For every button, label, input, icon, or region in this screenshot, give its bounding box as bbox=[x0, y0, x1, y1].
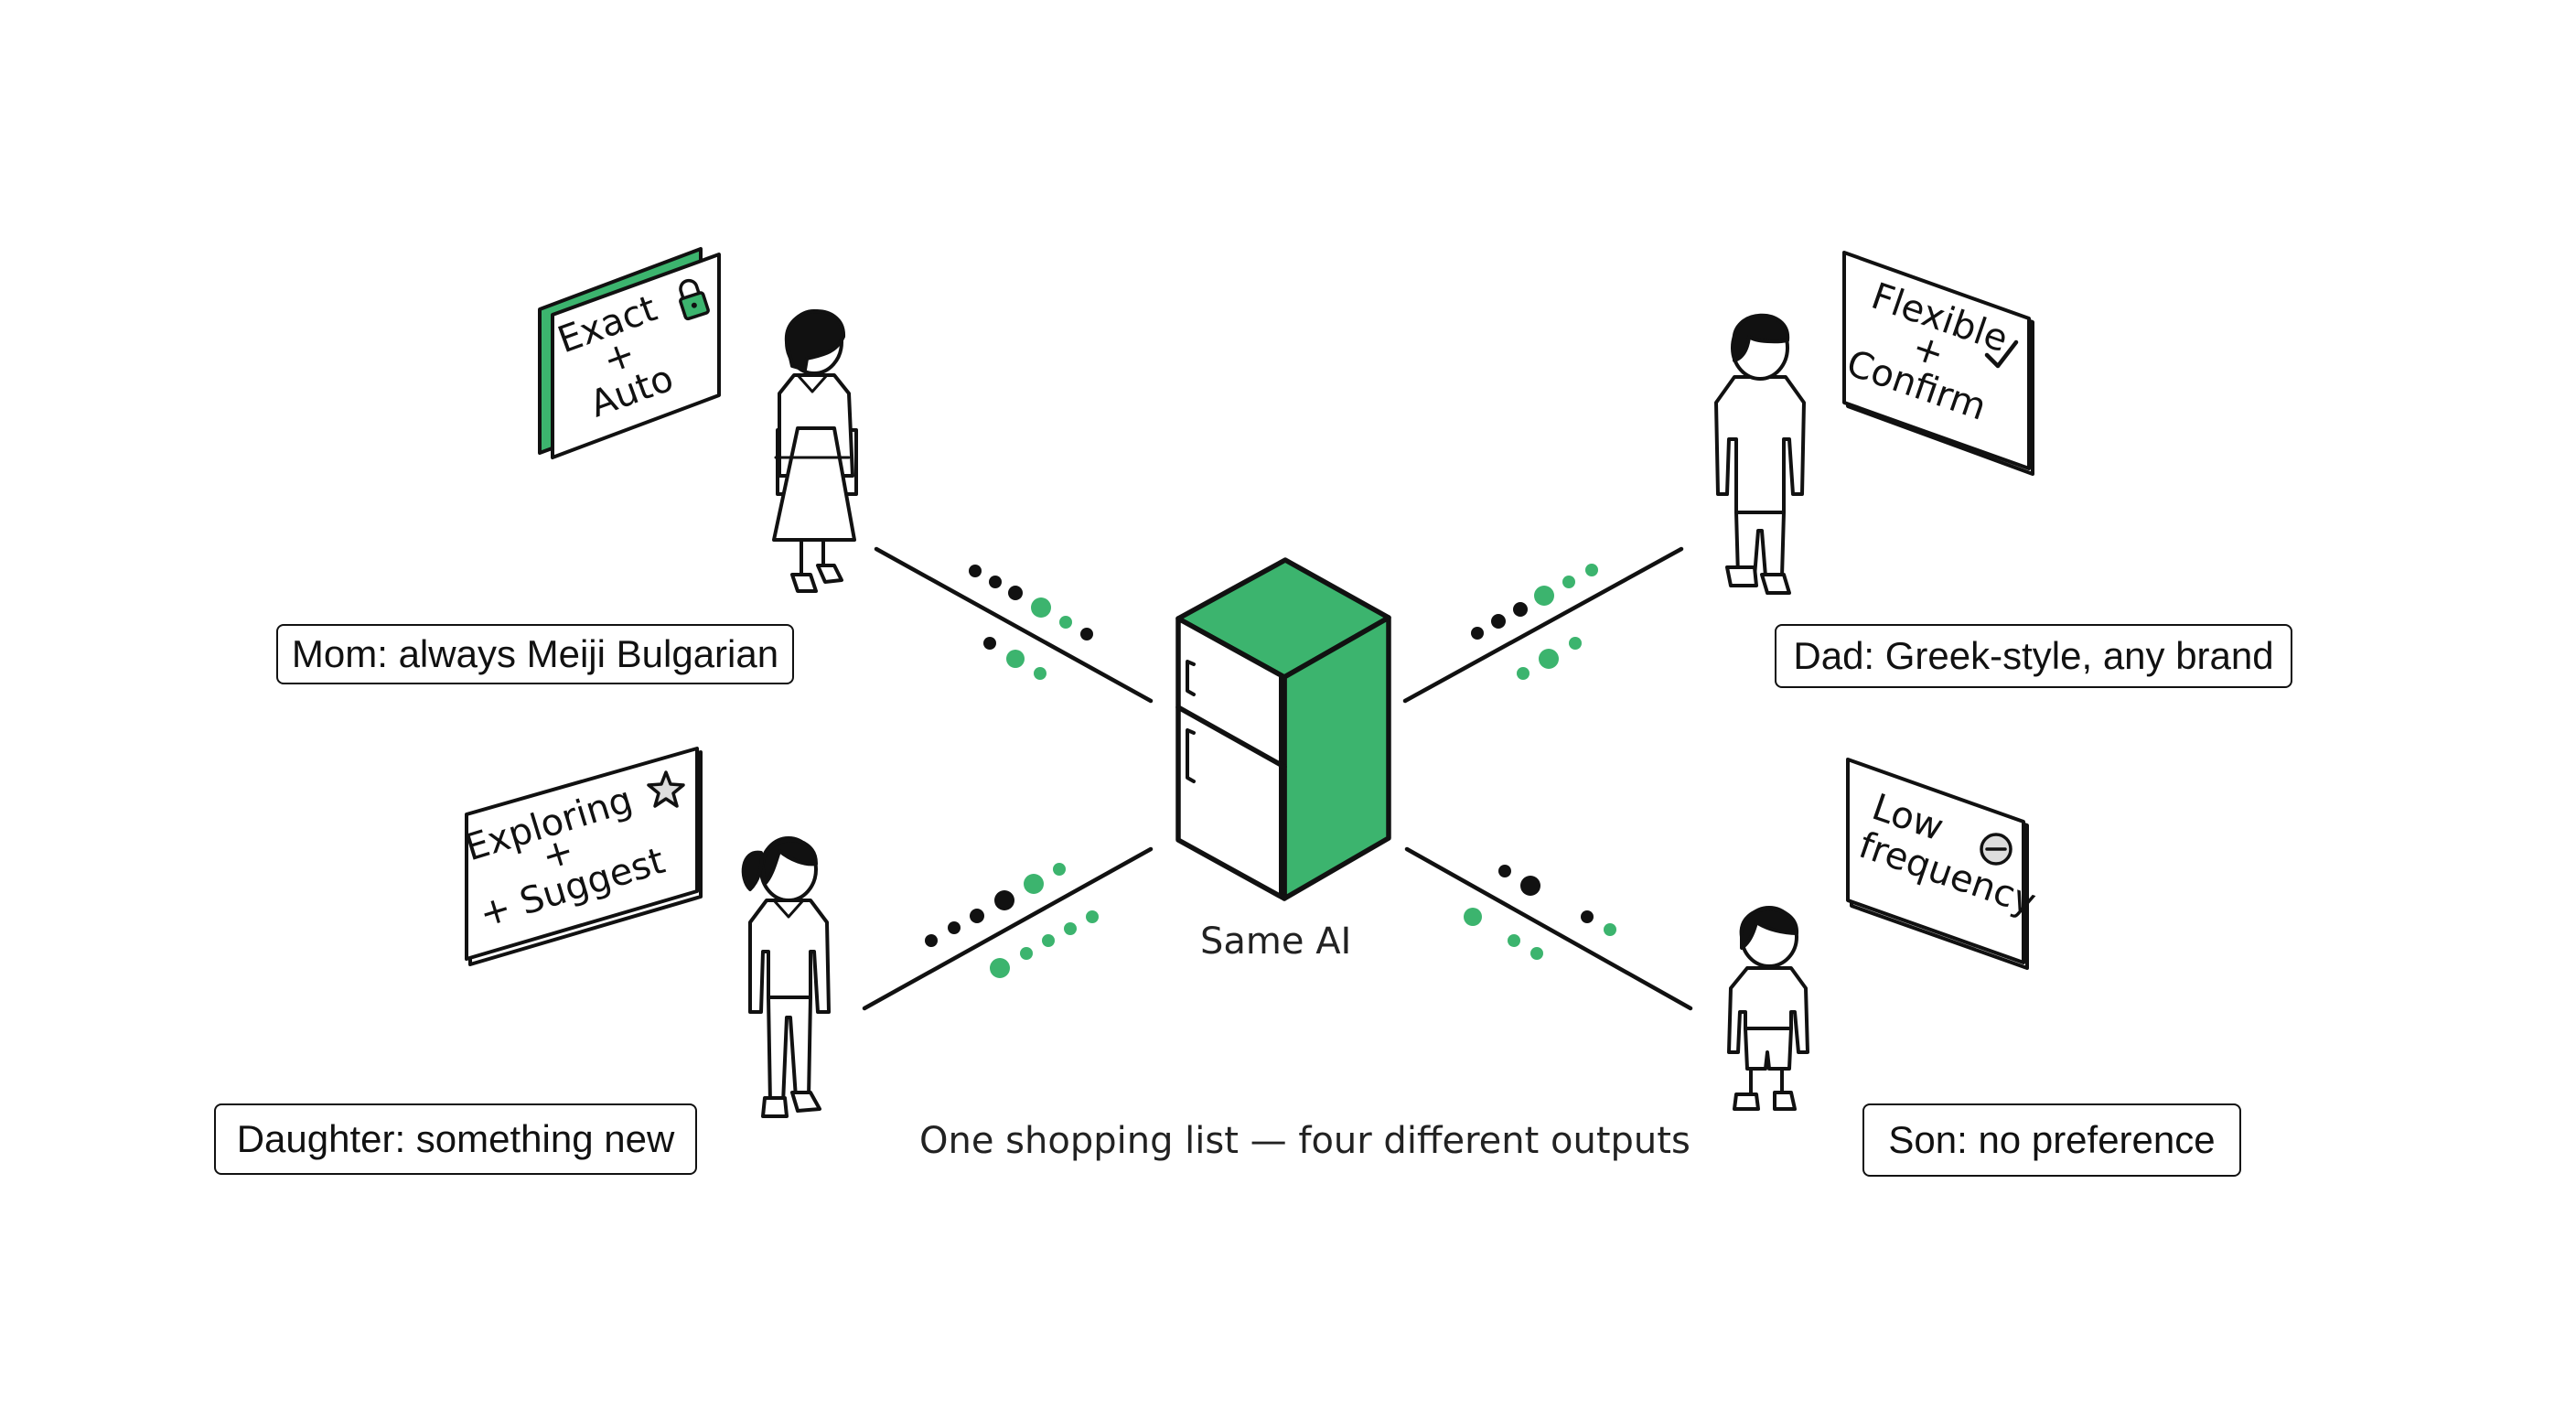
dot bbox=[925, 934, 938, 947]
dot bbox=[989, 576, 1002, 588]
dot bbox=[1562, 576, 1575, 588]
fridge-handle-top bbox=[1186, 660, 1196, 696]
dot bbox=[1517, 667, 1530, 680]
dot bbox=[1530, 947, 1543, 960]
signal-dots-daughter bbox=[925, 863, 1099, 978]
connector-dad bbox=[1402, 546, 1684, 704]
person-daughter-figure bbox=[741, 836, 831, 1118]
label-dad: Dad: Greek-style, any brand bbox=[1775, 624, 2292, 688]
center-caption: Same AI bbox=[1200, 920, 1352, 963]
dot bbox=[1080, 628, 1093, 640]
dot bbox=[1031, 597, 1051, 618]
person-son-figure bbox=[1727, 906, 1809, 1111]
card-dad-face bbox=[1842, 251, 2031, 470]
dot bbox=[1020, 947, 1033, 960]
label-daughter: Daughter: something new bbox=[214, 1103, 697, 1175]
dot bbox=[1585, 564, 1598, 576]
minus-circle-icon bbox=[1980, 833, 2012, 866]
checkmark-icon bbox=[1984, 339, 2019, 369]
dot bbox=[1513, 602, 1528, 617]
footer-caption: One shopping list — four different outpu… bbox=[919, 1120, 1690, 1162]
signal-dots-dad bbox=[1471, 564, 1598, 680]
fridge-door-split bbox=[1175, 705, 1287, 770]
fridge-handle-bottom bbox=[1186, 728, 1196, 783]
card-daughter: Exploring + + Suggest bbox=[460, 747, 703, 966]
person-dad-figure bbox=[1714, 313, 1806, 595]
dot bbox=[1491, 614, 1506, 629]
connector-daughter bbox=[862, 846, 1154, 1011]
dot bbox=[994, 890, 1014, 910]
dot bbox=[1569, 637, 1582, 650]
label-mom: Mom: always Meiji Bulgarian bbox=[276, 624, 794, 684]
dot bbox=[1024, 874, 1044, 894]
lock-icon bbox=[679, 278, 710, 321]
refrigerator-icon bbox=[1175, 557, 1391, 901]
card-son-face bbox=[1846, 758, 2025, 964]
signal-dots-son bbox=[1464, 865, 1616, 960]
dot bbox=[1086, 910, 1099, 923]
connector-son bbox=[1404, 846, 1693, 1011]
dot bbox=[1471, 627, 1484, 640]
star-icon bbox=[647, 770, 685, 808]
card-son: Low frequency bbox=[1846, 758, 2041, 970]
dot bbox=[1053, 863, 1066, 876]
dot bbox=[1059, 616, 1072, 629]
dot bbox=[983, 637, 996, 650]
dot bbox=[990, 958, 1010, 978]
dot bbox=[1464, 908, 1482, 926]
dot bbox=[1008, 586, 1023, 600]
dot bbox=[969, 565, 982, 577]
connector-lines bbox=[862, 546, 1693, 1011]
dot bbox=[1581, 910, 1594, 923]
dot bbox=[1006, 650, 1025, 668]
dot bbox=[1508, 934, 1520, 947]
dot bbox=[948, 921, 961, 934]
dot bbox=[1064, 922, 1077, 935]
dot bbox=[1604, 923, 1616, 936]
card-dad: Flexible + Confirm bbox=[1841, 251, 2034, 476]
dot bbox=[1539, 649, 1559, 669]
fridge-door-edge bbox=[1176, 617, 1283, 899]
label-son: Son: no preference bbox=[1862, 1103, 2241, 1177]
dot bbox=[1034, 667, 1046, 680]
person-mom-figure bbox=[772, 309, 858, 593]
dot bbox=[1534, 586, 1554, 606]
dot bbox=[1520, 876, 1540, 896]
dot bbox=[1042, 934, 1055, 947]
signal-dots-mom bbox=[969, 565, 1093, 680]
card-daughter-face bbox=[465, 747, 699, 961]
card-mom: Exact + Auto bbox=[538, 247, 721, 459]
connector-mom bbox=[874, 546, 1154, 704]
dot bbox=[1498, 865, 1511, 877]
card-mom-face bbox=[551, 253, 721, 459]
dot bbox=[970, 909, 984, 923]
